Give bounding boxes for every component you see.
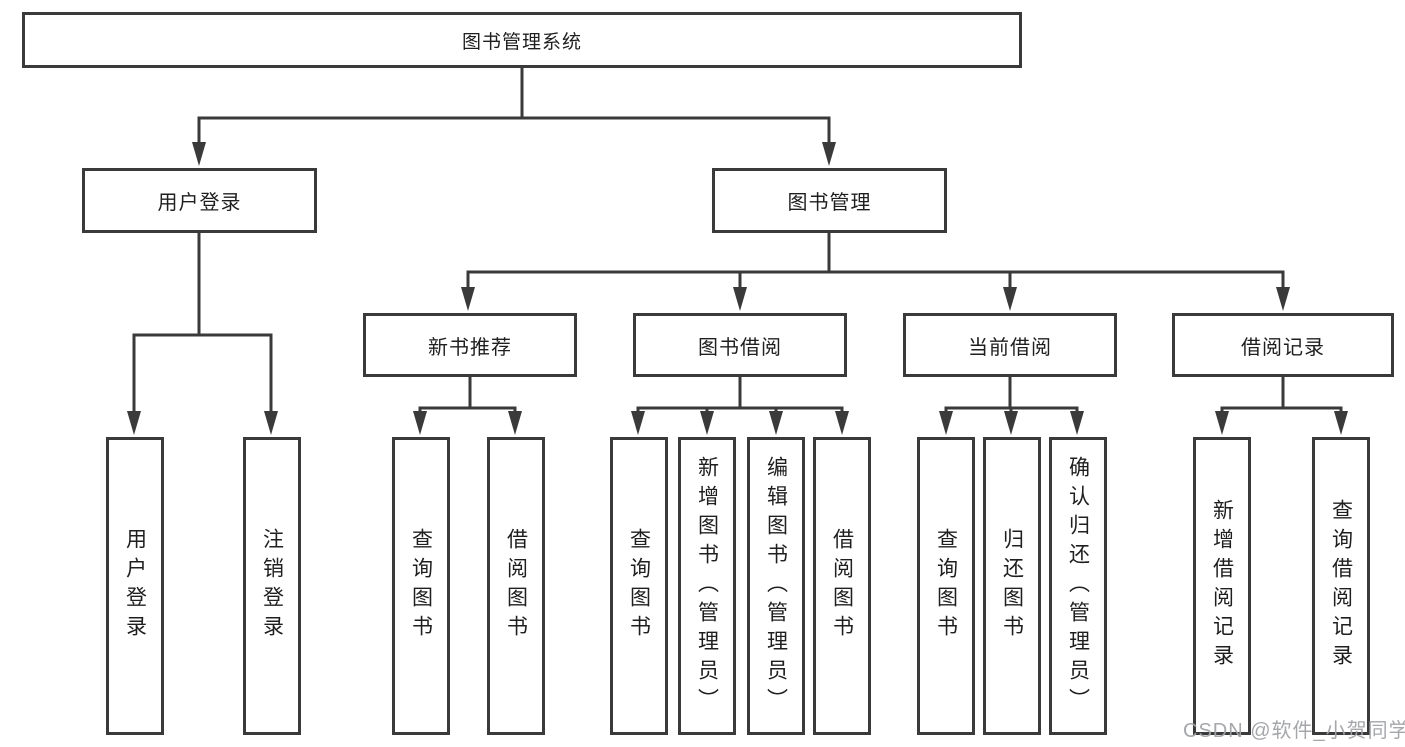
- arrow-new-book: [461, 287, 475, 311]
- node-new-book-recommend: 新书推荐: [363, 313, 577, 377]
- leaf-return-books-label: 归还图书: [1000, 528, 1024, 644]
- arrow-bb-edit: [769, 411, 783, 435]
- node-borrowing-records: 借阅记录: [1172, 313, 1394, 377]
- arrow-user-login: [192, 142, 206, 166]
- node-borrowing-records-label: 借阅记录: [1241, 336, 1325, 359]
- leaf-query-books-borrowing: 查询图书: [610, 437, 668, 735]
- leaf-query-books-current: 查询图书: [917, 437, 975, 735]
- leaf-edit-books-admin: 编辑图书（管理员）: [747, 437, 805, 735]
- arrow-bb-add: [700, 411, 714, 435]
- leaf-borrow-books: 借阅图书: [813, 437, 871, 735]
- leaf-query-books-recommend-label: 查询图书: [409, 528, 433, 644]
- leaf-query-books-current-label: 查询图书: [934, 528, 958, 644]
- arrow-br-add: [1215, 411, 1229, 435]
- node-root-label: 图书管理系统: [461, 31, 582, 53]
- csdn-watermark: CSDN @软件_小贺同学: [1183, 720, 1405, 742]
- leaf-add-borrow-record: 新增借阅记录: [1193, 437, 1251, 735]
- leaf-edit-books-admin-label: 编辑图书（管理员）: [764, 455, 788, 717]
- arrow-ul-login: [127, 411, 141, 435]
- arrow-bb-borrow: [835, 411, 849, 435]
- node-root: 图书管理系统: [22, 12, 1022, 68]
- leaf-query-borrow-record: 查询借阅记录: [1312, 437, 1370, 735]
- leaf-logout: 注销登录: [243, 437, 301, 735]
- node-user-login: 用户登录: [82, 168, 317, 233]
- node-user-login-label: 用户登录: [157, 192, 242, 214]
- leaf-add-books-admin-label: 新增图书（管理员）: [695, 455, 719, 717]
- node-new-book-recommend-label: 新书推荐: [428, 336, 512, 359]
- leaf-borrow-books-recommend-label: 借阅图书: [504, 528, 528, 644]
- arrow-cb-return: [1004, 411, 1018, 435]
- node-book-management-label: 图书管理: [787, 192, 872, 214]
- leaf-add-books-admin: 新增图书（管理员）: [678, 437, 736, 735]
- arrow-br-query: [1334, 411, 1348, 435]
- leaf-logout-label: 注销登录: [260, 528, 284, 644]
- arrow-bb-query: [631, 411, 645, 435]
- leaf-return-books: 归还图书: [983, 437, 1041, 735]
- arrow-ul-logout: [264, 411, 278, 435]
- node-current-borrowing-label: 当前借阅: [968, 336, 1052, 359]
- node-current-borrowing: 当前借阅: [903, 313, 1117, 377]
- leaf-user-login: 用户登录: [106, 437, 164, 735]
- arrow-borrow-record: [1276, 287, 1290, 311]
- arrow-cb-query: [939, 411, 953, 435]
- node-book-borrowing-label: 图书借阅: [698, 336, 782, 359]
- arrow-nb-borrow: [508, 411, 522, 435]
- arrow-book-borrow: [733, 287, 747, 311]
- leaf-add-borrow-record-label: 新增借阅记录: [1210, 499, 1234, 673]
- arrow-nb-query: [413, 411, 427, 435]
- leaf-confirm-return-admin-label: 确认归还（管理员）: [1066, 455, 1090, 717]
- leaf-query-books-recommend: 查询图书: [392, 437, 450, 735]
- node-book-borrowing: 图书借阅: [633, 313, 847, 377]
- leaf-confirm-return-admin: 确认归还（管理员）: [1049, 437, 1107, 735]
- arrow-book-mgmt: [822, 142, 836, 166]
- node-book-management: 图书管理: [712, 168, 947, 233]
- leaf-user-login-label: 用户登录: [123, 528, 147, 644]
- leaf-borrow-books-label: 借阅图书: [830, 528, 854, 644]
- leaf-borrow-books-recommend: 借阅图书: [487, 437, 545, 735]
- leaf-query-borrow-record-label: 查询借阅记录: [1329, 499, 1353, 673]
- arrow-cb-confirm: [1070, 411, 1084, 435]
- arrowheads: [127, 142, 1348, 435]
- arrow-current-borrow: [1003, 287, 1017, 311]
- leaf-query-books-borrowing-label: 查询图书: [627, 528, 651, 644]
